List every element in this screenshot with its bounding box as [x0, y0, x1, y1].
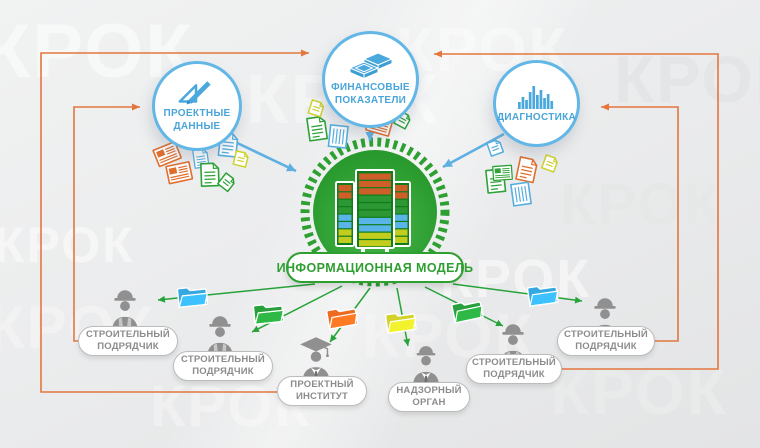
source-node-diagnostics: ДИАГНОСТИКА [493, 60, 580, 147]
banknotes-icon [348, 52, 393, 80]
inspector-icon [404, 340, 448, 386]
document-icon [492, 164, 513, 182]
diagnostics-arrow [442, 132, 505, 169]
feedback-loop-outer-right [434, 50, 719, 370]
bar-chart-icon [517, 86, 553, 110]
feedback-loop-inner-right [601, 103, 679, 342]
document-icon [515, 156, 539, 184]
drafting-tools-icon [178, 81, 211, 105]
krok-watermark: КРОК [560, 172, 722, 237]
document-icon [232, 150, 250, 168]
document-icon [200, 162, 220, 187]
document-icon [510, 181, 532, 207]
krok-watermark: КРОК [614, 42, 760, 116]
krok-watermark: КРОК [0, 217, 135, 273]
document-icon [165, 160, 194, 185]
document-icon [216, 172, 237, 193]
krok-watermark: КРОК [440, 249, 592, 309]
document-icon [307, 99, 326, 118]
folder-icon [327, 306, 359, 329]
feedback-loop-outer-left [40, 49, 309, 393]
feedback-loop-inner-left [73, 103, 140, 342]
document-icon [327, 124, 349, 149]
source-label: ДИАГНОСТИКА [496, 112, 577, 124]
information-model-label: ИНФОРМАЦИОННАЯ МОДЕЛЬ [277, 252, 473, 283]
model-to-recipient-arrow [251, 285, 343, 333]
server-racks-icon [335, 169, 411, 252]
information-model-hub [300, 137, 450, 287]
gear-ring-icon [300, 137, 450, 287]
graduate-icon [293, 334, 339, 382]
document-icon [306, 115, 329, 142]
folder-icon [253, 303, 284, 324]
project-data-arrow [232, 139, 297, 173]
model-to-recipient-arrow [452, 283, 583, 304]
folder-icon [527, 284, 559, 306]
document-icon [541, 154, 560, 173]
krok-watermark: КРОК [0, 9, 194, 94]
feedback-loop-lines [40, 49, 719, 393]
folder-icon [177, 286, 208, 307]
krok-watermark: КРОК [550, 356, 728, 428]
